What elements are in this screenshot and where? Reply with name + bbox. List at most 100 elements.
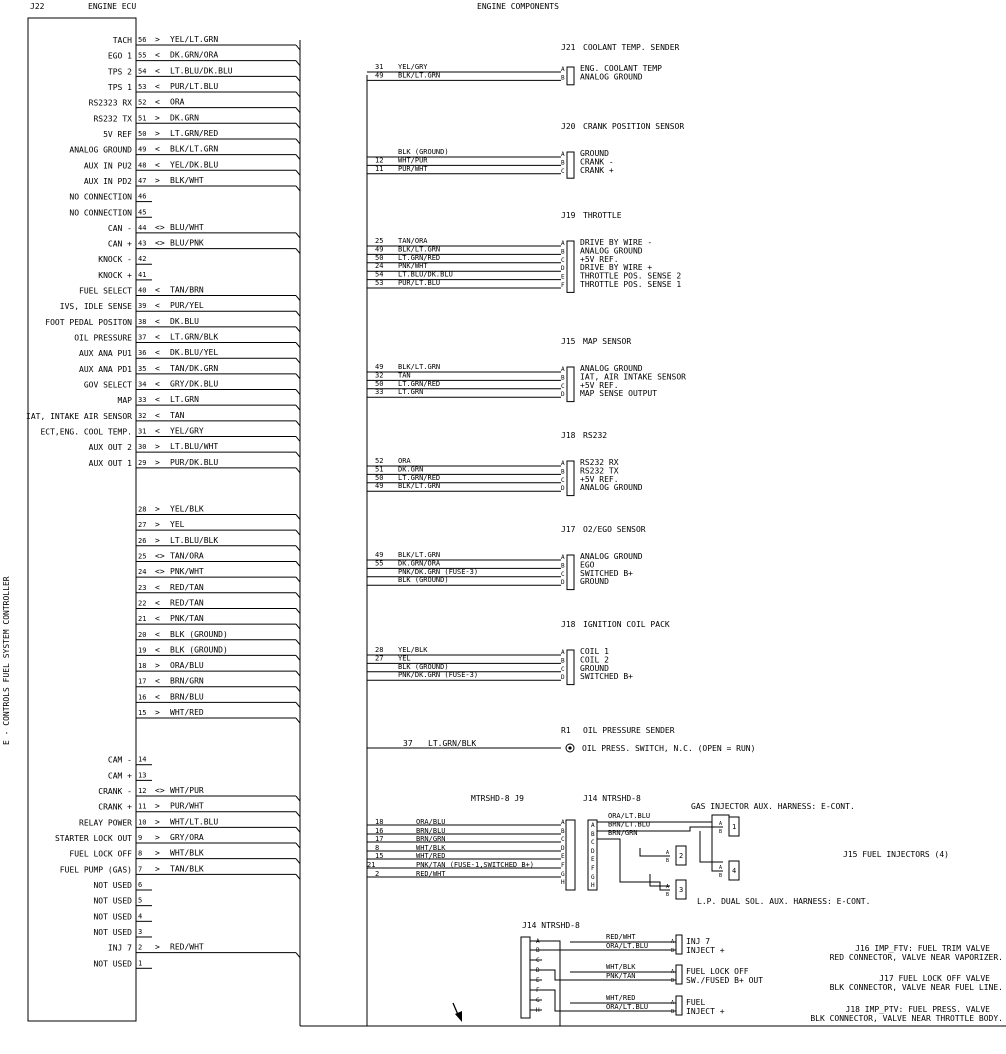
wire-pin: 52 (375, 457, 383, 465)
valve-title: J17 FUEL LOCK OFF VALVE (879, 974, 990, 983)
inj-route-7 (711, 822, 723, 872)
component-function: DRIVE BY WIRE + (580, 263, 652, 272)
ecu-pin-direction: > (155, 661, 160, 670)
j9-connector-body (565, 819, 576, 891)
valve-part-name: INJ 7 (686, 937, 710, 946)
bus-entry (295, 608, 301, 614)
ecu-pin-direction: < (155, 630, 160, 639)
ecu-pin-label: IVS, IDLE SENSE (60, 302, 132, 311)
ecu-pin-wire-color: BLK/LT.GRN (170, 145, 218, 154)
ecu-pin-wire-color: RED/TAN (170, 583, 204, 592)
wire-color: YEL (398, 654, 411, 662)
wire-color: DK.GRN (398, 465, 423, 473)
ecu-pin-direction: < (155, 51, 160, 60)
ecu-pin-number: 4 (138, 912, 142, 920)
ecu-pin-label: NO CONNECTION (69, 208, 132, 217)
bus-entry (295, 232, 301, 239)
component-ref: J20 (561, 122, 576, 131)
ecu-pin-number: 20 (138, 631, 146, 639)
ecu-pin-direction: < (155, 66, 160, 75)
connector-body (566, 151, 575, 179)
j14-terminal: D (591, 848, 595, 855)
ecu-pin-wire-color: YEL/BLK (170, 504, 204, 513)
ecu-pin-number: 54 (138, 67, 146, 75)
bottom-wire (542, 989, 676, 1012)
ecu-pin-direction: > (155, 943, 160, 952)
ecu-pin-label: RS232 TX (93, 114, 132, 123)
ecu-pin-wire-color: BLU/WHT (170, 223, 204, 232)
wire-color: PNK/WHT (398, 262, 428, 270)
wire-pin: 49 (375, 245, 383, 253)
bus-entry (295, 60, 301, 66)
ecu-pin-wire-color: WHT/RED (170, 708, 204, 717)
ecu-pin-label: CAN - (108, 224, 132, 233)
component-name: MAP SENSOR (583, 337, 631, 346)
inj-route-6 (649, 874, 670, 887)
ecu-pin-number: 11 (138, 803, 146, 811)
ecu-pin-number: 5 (138, 897, 142, 905)
ecu-pin-direction: > (155, 35, 160, 44)
component-function: RS232 RX (580, 458, 619, 467)
j9-terminal: E (561, 853, 565, 860)
wire-color: ORA (398, 457, 411, 465)
ecu-pin-label: CAM + (108, 771, 132, 780)
connector-terminal: D (561, 485, 565, 492)
bottom-wire-color: WHT/RED (606, 994, 636, 1002)
injector-number: 3 (679, 886, 683, 894)
wire-color: BLK/LT.GRN (398, 482, 440, 490)
ecu-pin-wire-color: ORA (170, 98, 185, 107)
ecu-pin-direction: < (155, 333, 160, 342)
bus-entry (295, 952, 301, 958)
ecu-pin-number: 15 (138, 709, 146, 717)
component-ref: J18 (561, 620, 576, 629)
ecu-pin-direction: > (155, 113, 160, 122)
component-function: ENG. COOLANT TEMP (580, 64, 662, 73)
j9-wire-color: WHT/BLK (416, 844, 446, 852)
bus-entry (295, 858, 301, 864)
ecu-pin-direction: <> (155, 567, 165, 576)
j9-wire-pin: 17 (375, 835, 383, 843)
connector-terminal: C (561, 666, 565, 673)
wire-pin: 50 (375, 380, 383, 388)
injector-terminal-b: B (666, 858, 669, 864)
wire-pin: 54 (375, 271, 383, 279)
ecu-pin-direction: < (155, 692, 160, 701)
valve-title: J18 IMP_PTV: FUEL PRESS. VALVE (846, 1005, 991, 1014)
ecu-pin-direction: < (155, 380, 160, 389)
ecu-pin-label: NOT USED (93, 928, 132, 937)
ecu-pin-wire-color: DK.GRN (170, 113, 199, 122)
wire-pin: 11 (375, 165, 383, 173)
valve-title: J16 IMP_FTV: FUEL TRIM VALVE (855, 944, 990, 953)
connector-terminal: B (561, 74, 565, 81)
component-function: GROUND (580, 577, 609, 586)
ecu-pin-label: CRANK - (98, 787, 132, 796)
ecu-pin-number: 3 (138, 928, 142, 936)
ecu-pin-label: CRANK + (98, 803, 132, 812)
connector-terminal: F (561, 282, 565, 289)
ecu-pin-number: 45 (138, 208, 146, 216)
ecu-pin-direction: > (155, 864, 160, 873)
wire-color: BLK/LT.GRN (398, 363, 440, 371)
bottom-bus-link (542, 940, 561, 1026)
ecu-pin-wire-color: TAN/BRN (170, 286, 204, 295)
ecu-pin-wire-color: TAN/BLK (170, 864, 204, 873)
ecu-pin-direction: < (155, 301, 160, 310)
wire-pin: 53 (375, 279, 383, 287)
j14-terminal: C (591, 839, 595, 846)
ecu-pin-label: FUEL SELECT (79, 287, 132, 296)
bus-entry (295, 295, 301, 301)
wire-pin: 55 (375, 559, 383, 567)
inj-route-1 (597, 814, 730, 823)
ecu-pin-direction: > (155, 442, 160, 451)
ecu-pin-number: 29 (138, 459, 146, 467)
ecu-pin-label: EGO 1 (108, 52, 132, 61)
injector-2: 2AB (666, 845, 687, 866)
wire-pin: 27 (375, 654, 383, 662)
ecu-pin-number: 28 (138, 505, 146, 513)
ecu-pin-label: NOT USED (93, 897, 132, 906)
